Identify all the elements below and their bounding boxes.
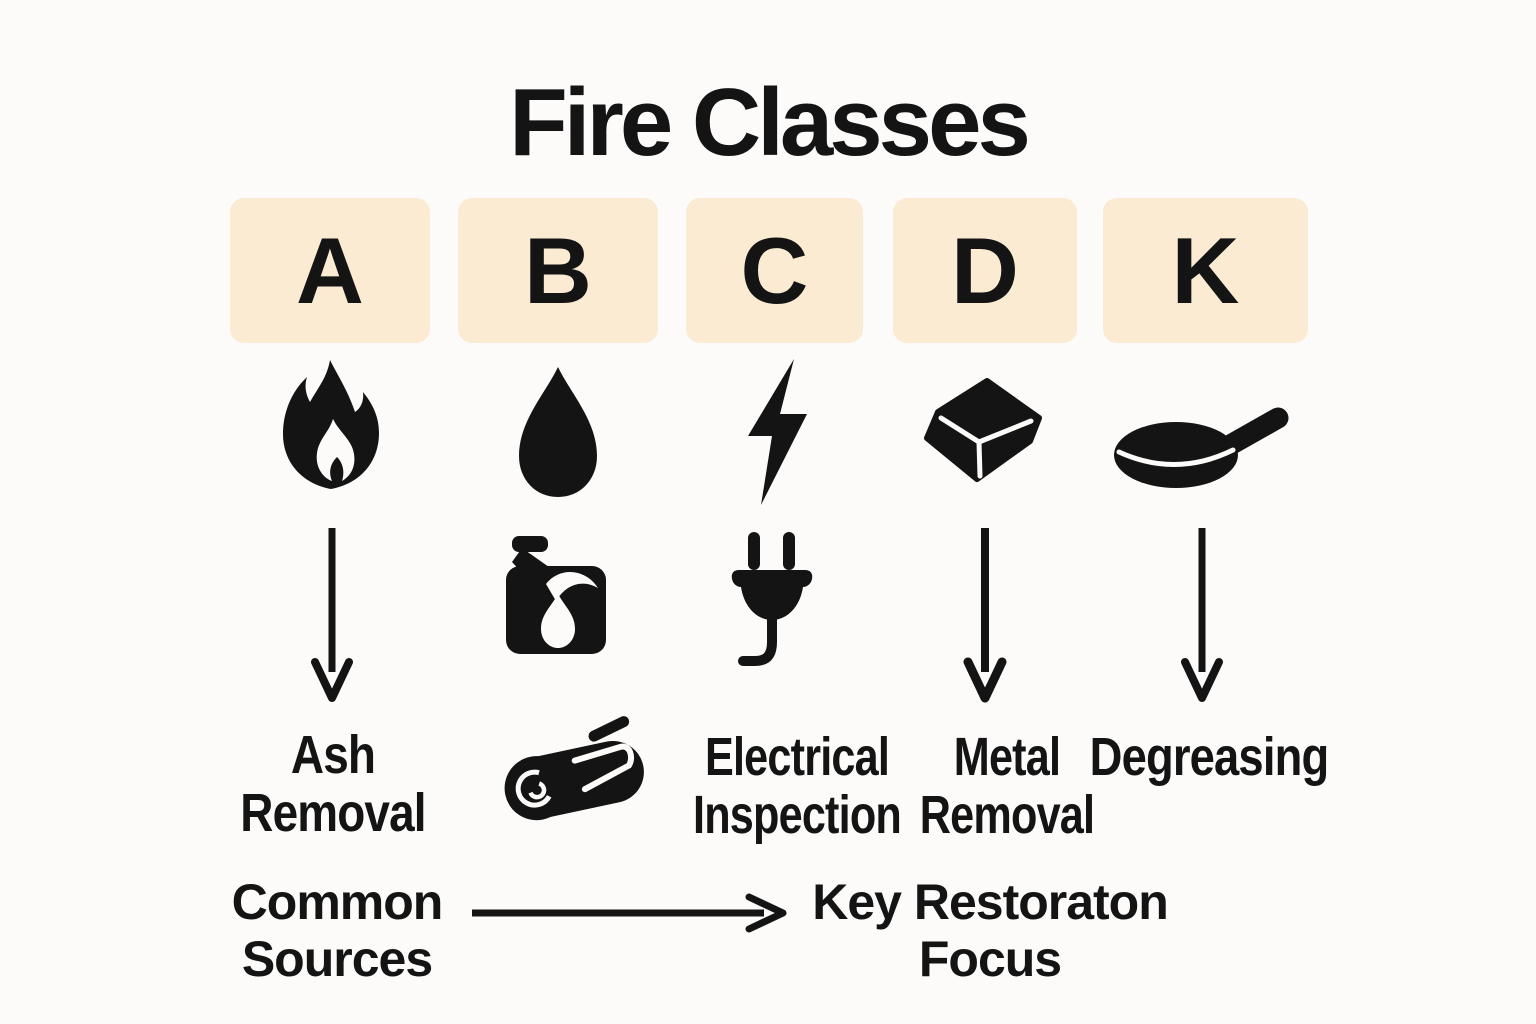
wood-log-icon xyxy=(486,714,654,840)
class-letter-c: C xyxy=(740,217,809,323)
focus-label-k: Degreasing xyxy=(1089,727,1329,787)
frying-pan-icon xyxy=(1112,398,1298,498)
fuel-can-icon xyxy=(498,532,618,660)
metal-ingot-icon xyxy=(915,377,1053,483)
down-arrow-icon xyxy=(1180,524,1224,704)
class-letter-k: K xyxy=(1171,217,1240,323)
right-arrow-icon xyxy=(468,892,794,934)
class-letter-d: D xyxy=(951,217,1019,323)
lightning-bolt-icon xyxy=(737,357,815,510)
focus-label-d: Metal Removal xyxy=(919,727,1095,845)
class-box-k: K xyxy=(1103,198,1308,343)
legend-focus-label: Key Restoraton Focus xyxy=(812,874,1169,987)
legend-sources-label: Common Sources xyxy=(231,874,444,987)
focus-label-c: Electrical Inspection xyxy=(692,727,902,845)
class-letter-a: A xyxy=(296,217,364,323)
class-box-d: D xyxy=(893,198,1077,343)
class-box-c: C xyxy=(686,198,863,343)
class-letter-b: B xyxy=(524,217,592,323)
water-drop-icon xyxy=(511,364,605,502)
class-box-a: A xyxy=(230,198,430,343)
flame-icon xyxy=(276,357,386,505)
power-plug-icon xyxy=(731,530,813,678)
focus-label-a: Ash Removal xyxy=(240,725,426,843)
page-title: Fire Classes xyxy=(509,69,1031,176)
down-arrow-icon xyxy=(963,524,1007,704)
class-box-b: B xyxy=(458,198,658,343)
down-arrow-icon xyxy=(310,524,354,704)
